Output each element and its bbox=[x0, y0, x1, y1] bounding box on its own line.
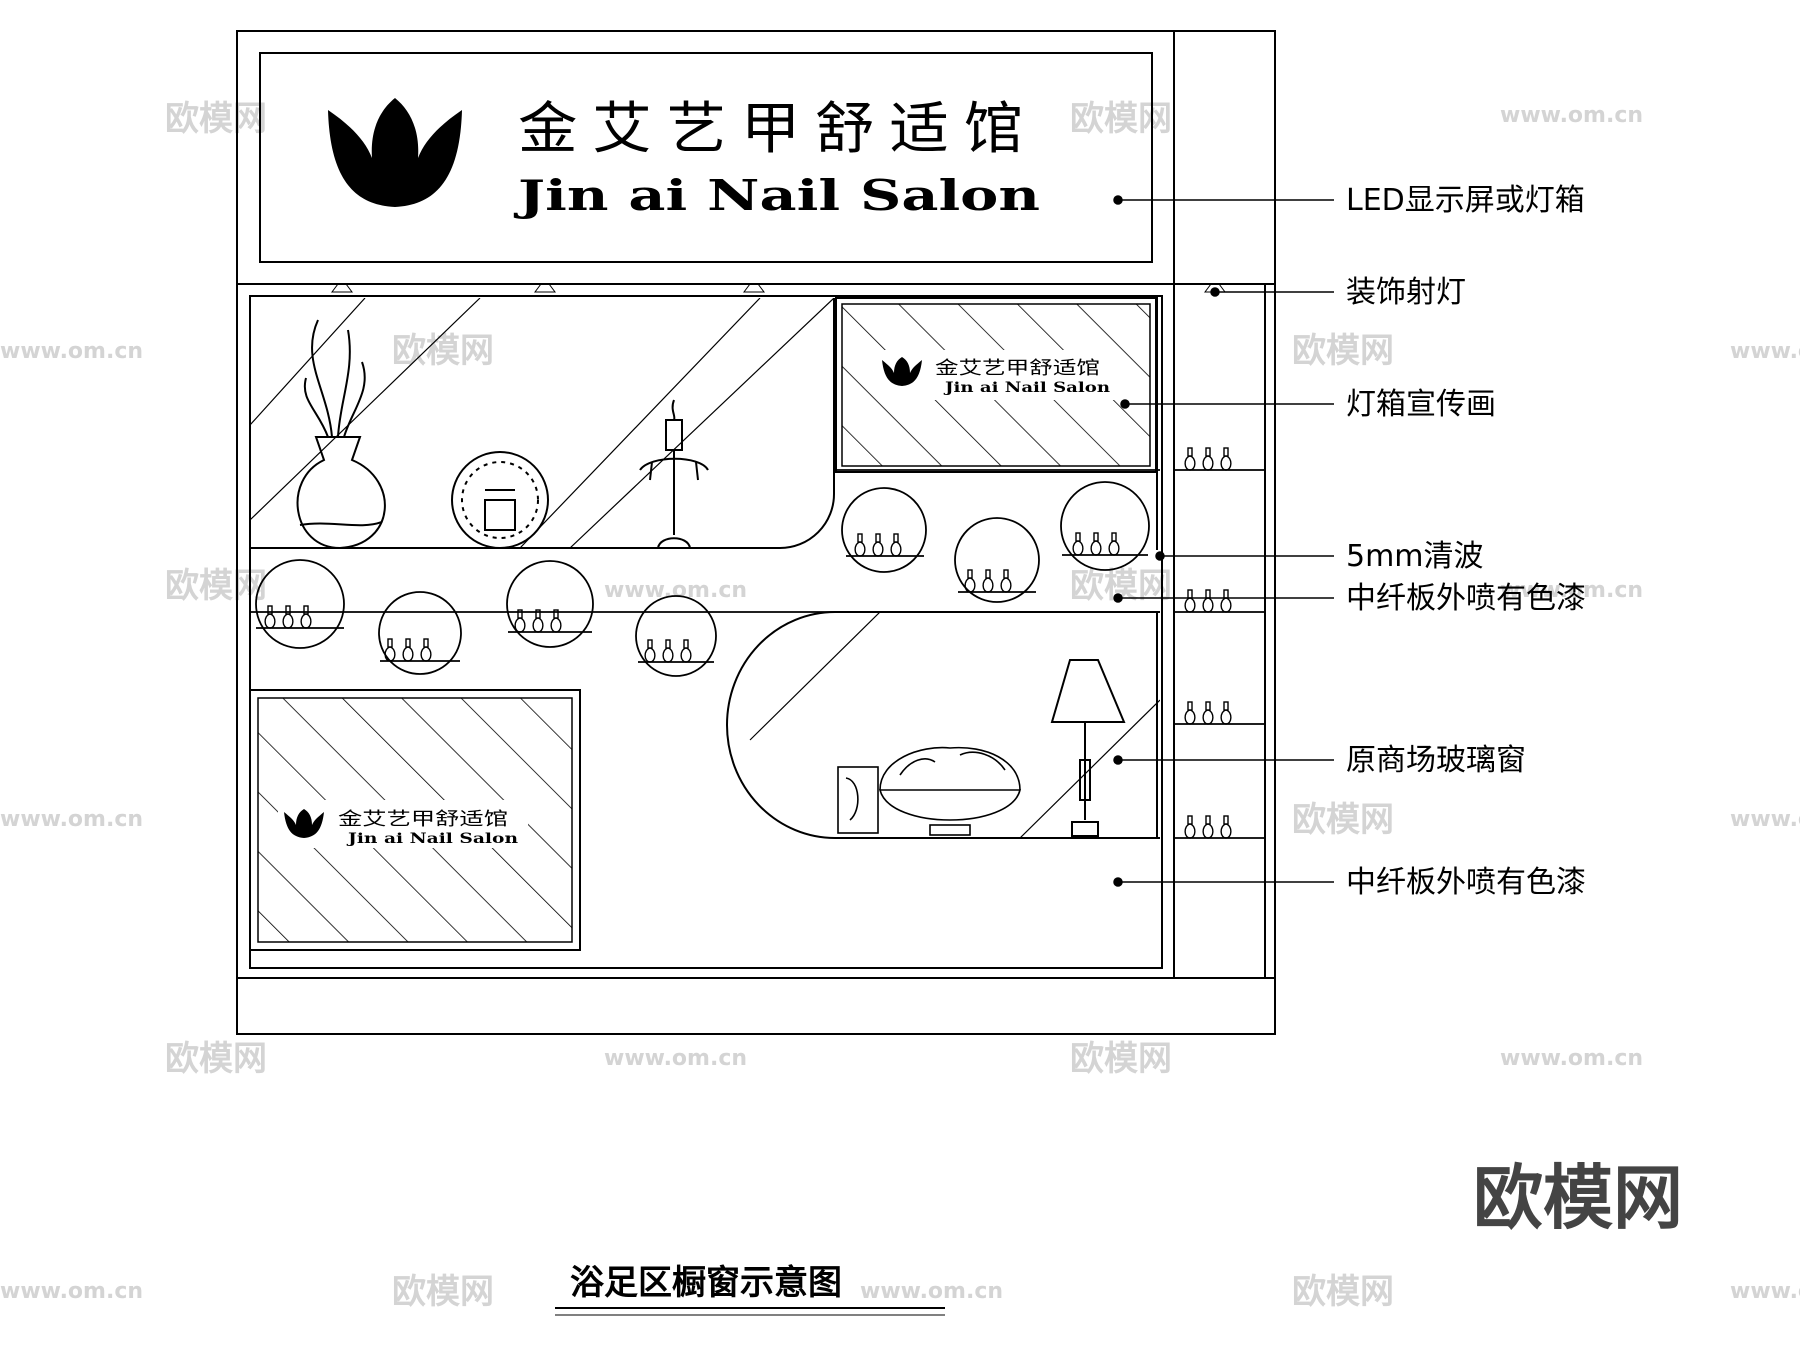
watermark-text: 欧模网 bbox=[1292, 331, 1394, 371]
watermark-text: www.om.cn bbox=[604, 578, 747, 603]
lightbox-poster: 金艾艺甲舒适馆 Jin ai Nail Salon bbox=[835, 297, 1157, 473]
annotation-label: 装饰射灯 bbox=[1346, 275, 1466, 310]
nail-polish-bottle-icon bbox=[264, 605, 312, 629]
nail-polish-bottle-icon bbox=[644, 639, 692, 663]
side-narrow-shelves bbox=[1174, 469, 1265, 839]
sign-title-en: Jin ai Nail Salon bbox=[513, 171, 1040, 220]
watermark-text: www.om.cn bbox=[0, 339, 143, 364]
annotation-label: 5mm清波 bbox=[1346, 539, 1484, 574]
watermark-text: 欧模网 bbox=[165, 99, 267, 139]
sign-title-cn: 金艾艺甲舒适馆 bbox=[518, 97, 1038, 162]
annotation-label: 灯箱宣传画 bbox=[1346, 387, 1496, 422]
annotation-label: 中纤板外喷有色漆 bbox=[1346, 865, 1586, 900]
watermark-text: www.om.cn bbox=[1500, 103, 1643, 128]
watermark-text: www.om.cn bbox=[1730, 807, 1800, 832]
decorative-plate-icon bbox=[440, 451, 560, 549]
table-lamp-icon bbox=[1050, 659, 1126, 837]
watermark-text: 欧模网 bbox=[165, 1039, 267, 1079]
nail-polish-bottle-icon bbox=[384, 638, 432, 662]
nail-polish-bottle-icon bbox=[514, 609, 562, 633]
annotation-label: 中纤板外喷有色漆 bbox=[1346, 581, 1586, 616]
drawing-title: 浴足区橱窗示意图 bbox=[570, 1263, 842, 1303]
brand-watermark: 欧模网 bbox=[1473, 1157, 1683, 1239]
lotus-logo-icon bbox=[882, 357, 922, 386]
candlestick-icon bbox=[639, 399, 709, 549]
watermark-text: www.om.cn bbox=[860, 1279, 1003, 1304]
nail-polish-bottle-icon bbox=[1072, 532, 1120, 556]
watermark-text: 欧模网 bbox=[1292, 800, 1394, 840]
watermark-text: www.om.cn bbox=[0, 807, 143, 832]
nail-polish-bottle-icon bbox=[1184, 589, 1232, 613]
annotation-labels: LED显示屏或灯箱装饰射灯灯箱宣传画5mm清波中纤板外喷有色漆原商场玻璃窗中纤板… bbox=[1346, 183, 1586, 900]
poster-title-cn: 金艾艺甲舒适馆 bbox=[935, 358, 1100, 379]
watermark-text: www.om.cn bbox=[604, 1046, 747, 1071]
nail-polish-bottle-icon bbox=[854, 533, 902, 557]
watermark-text: www.om.cn bbox=[1500, 578, 1643, 603]
watermark-text: 欧模网 bbox=[392, 1272, 494, 1312]
watermark-text: 欧模网 bbox=[1292, 1272, 1394, 1312]
watermark-text: www.om.cn bbox=[1730, 339, 1800, 364]
lower-lightbox: 金艾艺甲舒适馆 Jin ai Nail Salon bbox=[249, 689, 581, 951]
nail-polish-bottle-icon bbox=[1184, 815, 1232, 839]
watermark-layer: 欧模网欧模网www.om.cnwww.om.cn欧模网欧模网www.om.cn欧… bbox=[0, 99, 1800, 1312]
watermark-text: www.om.cn bbox=[1730, 1279, 1800, 1304]
watermark-text: 欧模网 bbox=[1070, 1039, 1172, 1079]
watermark-text: www.om.cn bbox=[0, 1279, 143, 1304]
watermark-text: 欧模网 bbox=[165, 566, 267, 606]
poster-title-en: Jin ai Nail Salon bbox=[942, 380, 1110, 396]
lotus-logo-icon bbox=[284, 809, 324, 838]
annotation-leaders bbox=[1113, 195, 1334, 887]
nail-polish-bottles bbox=[264, 447, 1232, 839]
round-niche-shelf bbox=[250, 469, 1160, 677]
spotlight-icon bbox=[331, 283, 1226, 293]
potted-plant-icon bbox=[837, 746, 1022, 836]
watermark-text: www.om.cn bbox=[1500, 1046, 1643, 1071]
lower-title-en: Jin ai Nail Salon bbox=[345, 831, 518, 847]
lower-title-cn: 金艾艺甲舒适馆 bbox=[338, 809, 508, 830]
vase-decor-icon bbox=[296, 319, 386, 550]
lotus-logo-icon bbox=[328, 98, 462, 207]
upper-left-display bbox=[249, 298, 835, 549]
watermark-text: 欧模网 bbox=[392, 331, 494, 371]
nail-polish-bottle-icon bbox=[1184, 701, 1232, 725]
nail-polish-bottle-icon bbox=[1184, 447, 1232, 471]
annotation-label: 原商场玻璃窗 bbox=[1346, 743, 1526, 778]
nail-polish-bottle-icon bbox=[964, 569, 1012, 593]
watermark-text: 欧模网 bbox=[1070, 99, 1172, 139]
annotation-label: LED显示屏或灯箱 bbox=[1346, 183, 1585, 218]
